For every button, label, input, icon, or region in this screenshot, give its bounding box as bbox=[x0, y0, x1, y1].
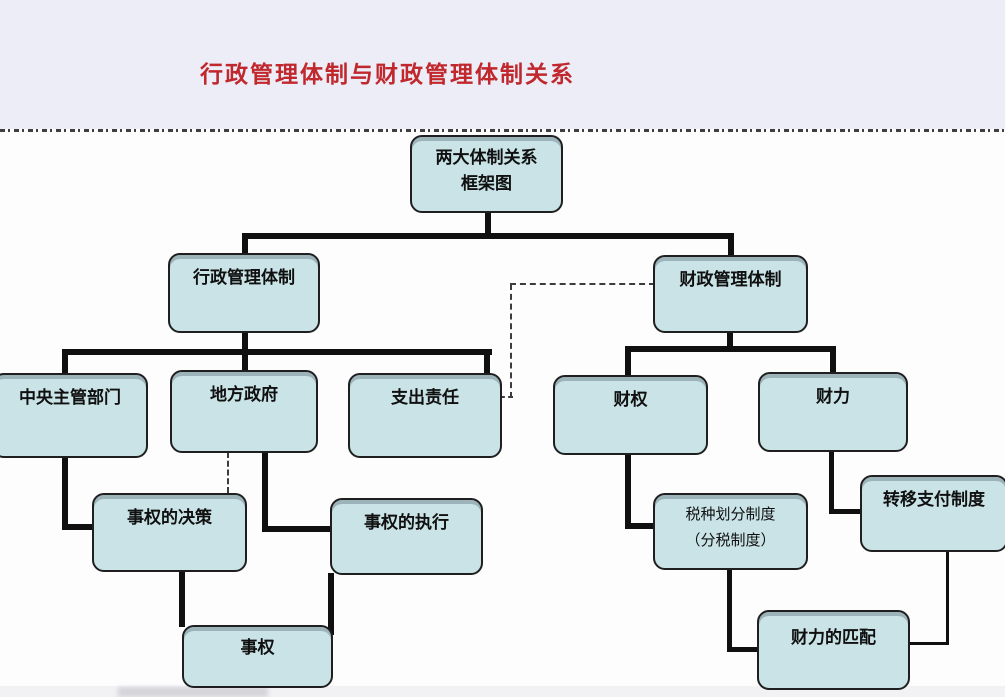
connector-to-fiscal bbox=[728, 233, 734, 257]
connector-caili-to-transfer bbox=[829, 509, 863, 514]
node-central-department: 中央主管部门 bbox=[0, 373, 148, 458]
node-label: 中央主管部门 bbox=[19, 388, 121, 407]
dashed-connector-local-to-decision bbox=[227, 452, 229, 493]
top-dashed-divider bbox=[0, 129, 1005, 132]
connector-level1-branch bbox=[242, 233, 734, 239]
node-capacity-matching: 财力的匹配 bbox=[757, 610, 910, 690]
node-label: 行政管理体制 bbox=[193, 268, 295, 287]
header-strip bbox=[0, 0, 1005, 129]
connector-central-to-decision bbox=[62, 524, 96, 530]
node-label: 支出责任 bbox=[391, 388, 459, 407]
node-label: 财力的匹配 bbox=[791, 628, 876, 647]
node-label: 财力 bbox=[816, 387, 850, 406]
connector-to-caiquan bbox=[625, 346, 631, 377]
connector-execution-to-shiquan bbox=[328, 573, 334, 635]
dashdot-horizontal-expenditure-fiscal bbox=[510, 283, 655, 285]
node-transfer-payment-system: 转移支付制度 bbox=[860, 475, 1005, 552]
connector-admin-stem bbox=[242, 331, 248, 353]
connector-to-local bbox=[242, 349, 248, 372]
node-authority: 事权 bbox=[182, 625, 333, 688]
node-label: 税种划分制度 bbox=[685, 506, 776, 523]
connector-caili-down bbox=[829, 450, 834, 514]
connector-tax-down bbox=[727, 568, 732, 652]
node-authority-decision: 事权的决策 bbox=[92, 493, 247, 572]
connector-fiscal-branch bbox=[625, 346, 836, 352]
node-label: 地方政府 bbox=[210, 385, 278, 404]
node-fiscal-power: 财权 bbox=[553, 375, 708, 455]
footer-strip bbox=[0, 686, 1005, 697]
connector-root-stem bbox=[485, 211, 491, 237]
node-authority-execution: 事权的执行 bbox=[330, 498, 483, 575]
node-label: 转移支付制度 bbox=[883, 490, 985, 509]
node-admin-system: 行政管理体制 bbox=[168, 253, 320, 333]
node-label: 财权 bbox=[613, 390, 648, 409]
connector-to-central bbox=[62, 349, 68, 375]
connector-transfer-to-matching bbox=[908, 642, 949, 645]
node-label: 事权的决策 bbox=[127, 508, 212, 527]
connector-to-admin bbox=[242, 233, 248, 255]
page-title: 行政管理体制与财政管理体制关系 bbox=[200, 61, 575, 87]
connector-transfer-down bbox=[946, 550, 949, 645]
watermark-smudge bbox=[118, 687, 268, 697]
node-expenditure-responsibility: 支出责任 bbox=[348, 373, 502, 458]
node-local-government: 地方政府 bbox=[170, 370, 318, 453]
node-tax-division-system: 税种划分制度 （分税制度） bbox=[653, 493, 808, 570]
node-label: 事权 bbox=[240, 638, 275, 657]
connector-tax-to-matching bbox=[727, 647, 760, 652]
connector-fiscal-stem bbox=[727, 331, 733, 351]
dashdot-vertical-expenditure-fiscal bbox=[510, 284, 512, 398]
node-label: 财政管理体制 bbox=[679, 270, 782, 289]
connector-to-expenditure bbox=[484, 349, 490, 375]
node-framework-root: 两大体制关系 框架图 bbox=[410, 135, 563, 213]
connector-admin-branch bbox=[62, 349, 492, 355]
connector-decision-to-shiquan bbox=[179, 570, 185, 627]
node-label: （分税制度） bbox=[685, 531, 776, 549]
connector-to-caili bbox=[830, 346, 836, 374]
connector-caiquan-to-tax bbox=[625, 523, 657, 529]
connector-local-to-execution bbox=[262, 526, 334, 532]
node-fiscal-system: 财政管理体制 bbox=[653, 255, 808, 333]
connector-local-down bbox=[262, 450, 268, 532]
connector-central-down bbox=[62, 456, 68, 530]
node-fiscal-capacity: 财力 bbox=[758, 372, 908, 452]
node-label: 框架图 bbox=[461, 174, 512, 194]
node-label: 事权的执行 bbox=[364, 513, 449, 532]
connector-caiquan-down bbox=[625, 453, 631, 529]
dashdot-tick-expenditure bbox=[500, 396, 513, 398]
node-label: 两大体制关系 bbox=[435, 148, 538, 167]
